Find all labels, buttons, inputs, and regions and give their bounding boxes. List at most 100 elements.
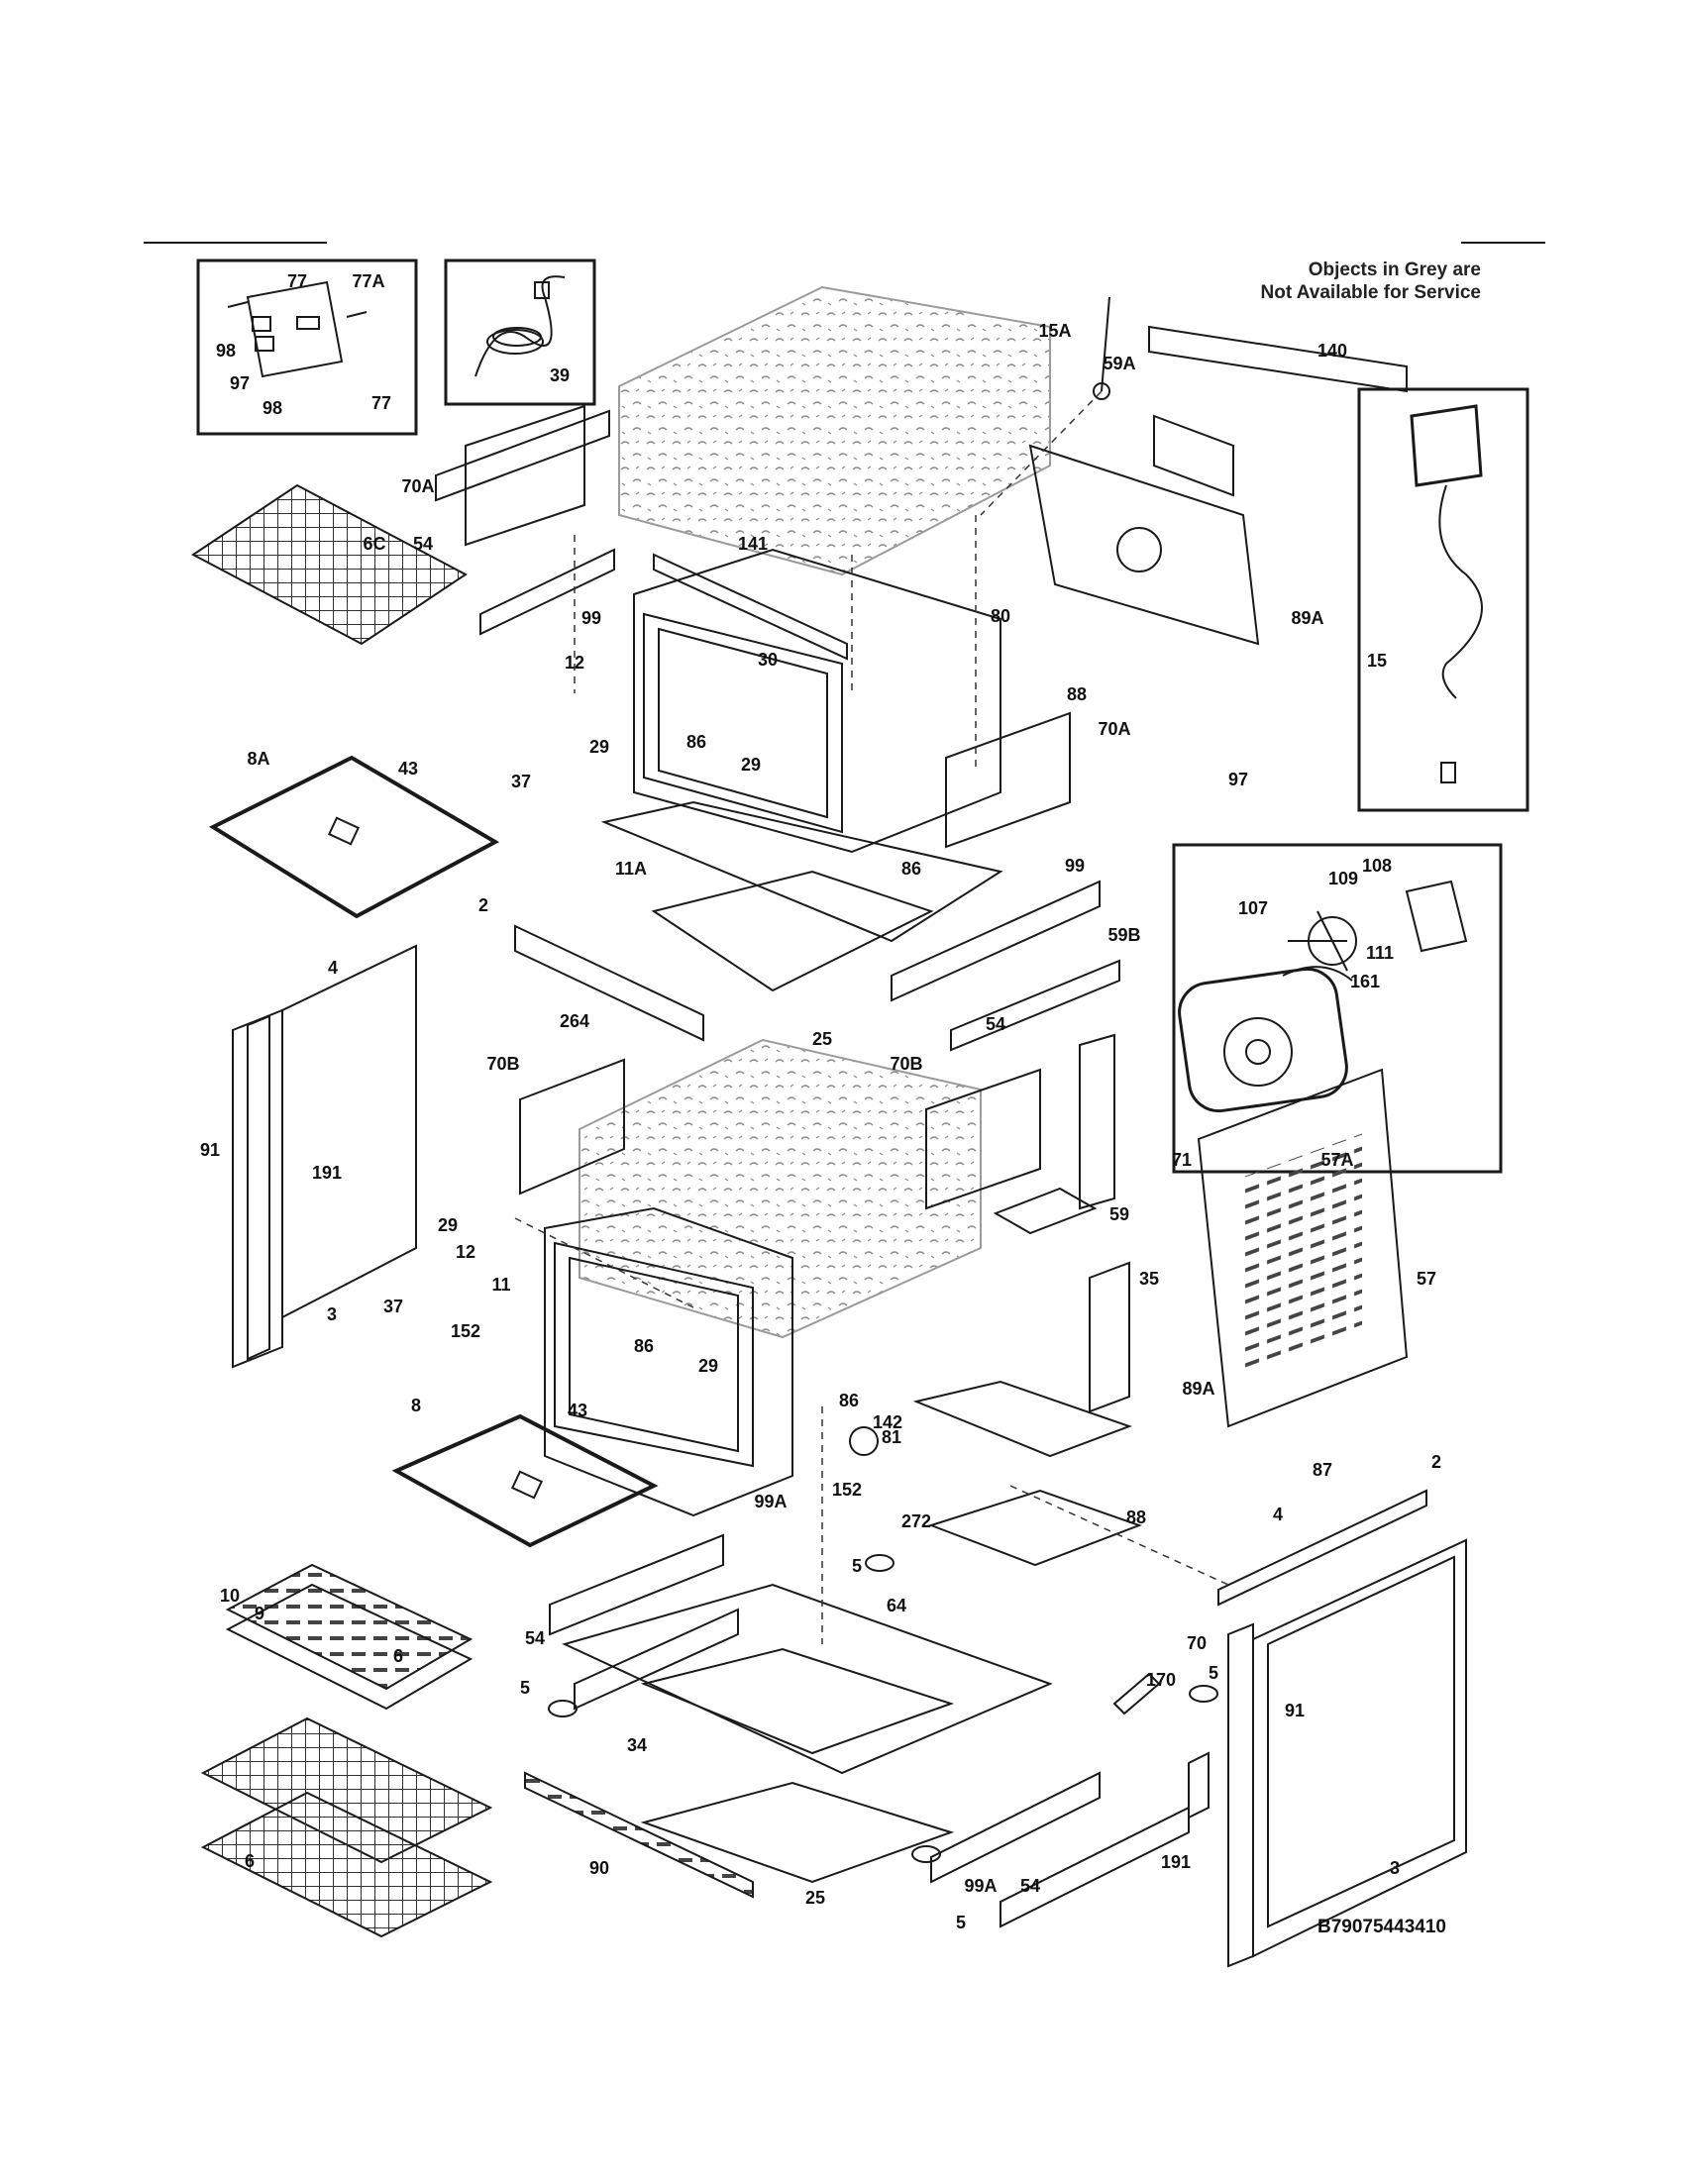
grey-objects-note-line1: Objects in Grey are bbox=[1308, 260, 1481, 280]
callout-label-64: 64 bbox=[887, 1596, 906, 1615]
callout-label-10: 10 bbox=[220, 1586, 240, 1606]
callout-label-25: 25 bbox=[805, 1888, 825, 1908]
callout-label-70a: 70A bbox=[1098, 719, 1130, 739]
callout-label-88: 88 bbox=[1126, 1508, 1146, 1527]
callout-label-12: 12 bbox=[565, 653, 584, 673]
callout-label-3: 3 bbox=[1390, 1858, 1400, 1878]
callout-label-191: 191 bbox=[312, 1163, 342, 1183]
callout-label-2: 2 bbox=[1431, 1452, 1441, 1472]
callout-label-12: 12 bbox=[456, 1242, 475, 1262]
callout-label-5: 5 bbox=[956, 1913, 966, 1932]
callout-label-152: 152 bbox=[451, 1321, 480, 1341]
callout-label-54: 54 bbox=[986, 1014, 1005, 1034]
callout-label-29: 29 bbox=[698, 1356, 718, 1376]
callout-label-6: 6 bbox=[245, 1851, 255, 1871]
callout-label-99a: 99A bbox=[964, 1876, 997, 1896]
callout-label-54: 54 bbox=[413, 534, 433, 554]
callout-label-264: 264 bbox=[560, 1011, 589, 1031]
callout-label-99a: 99A bbox=[754, 1492, 787, 1511]
callout-label-70: 70 bbox=[1187, 1633, 1207, 1653]
callout-label-86: 86 bbox=[686, 732, 706, 752]
callout-label-39: 39 bbox=[550, 365, 570, 385]
callout-label-5: 5 bbox=[852, 1556, 862, 1576]
callout-label-161: 161 bbox=[1350, 972, 1380, 991]
callout-label-107: 107 bbox=[1238, 898, 1268, 918]
broiler-pan bbox=[225, 1563, 474, 1691]
callout-label-43: 43 bbox=[398, 759, 418, 779]
callout-label-59a: 59A bbox=[1103, 354, 1135, 373]
callout-label-99: 99 bbox=[1065, 856, 1085, 876]
inset-power-cord bbox=[444, 259, 596, 406]
callout-label-170: 170 bbox=[1146, 1670, 1176, 1690]
callout-label-4: 4 bbox=[328, 958, 338, 978]
inset-display bbox=[1357, 387, 1529, 812]
drawing-code: B79075443410 bbox=[1317, 1917, 1446, 1937]
callout-label-142: 142 bbox=[873, 1412, 902, 1432]
callout-label-70a: 70A bbox=[401, 476, 434, 496]
oven-bottom-8a bbox=[208, 755, 500, 919]
callout-label-6: 6 bbox=[393, 1646, 403, 1666]
callout-label-54: 54 bbox=[1020, 1876, 1040, 1896]
callout-label-11a: 11A bbox=[615, 859, 647, 879]
callout-label-15a: 15A bbox=[1038, 321, 1071, 341]
callout-label-99: 99 bbox=[581, 608, 601, 628]
callout-label-81: 81 bbox=[882, 1427, 901, 1447]
callout-label-97: 97 bbox=[230, 373, 250, 393]
oven-bottom-8 bbox=[391, 1413, 659, 1548]
callout-label-37: 37 bbox=[511, 772, 531, 791]
callout-label-54: 54 bbox=[525, 1628, 545, 1648]
callout-label-29: 29 bbox=[741, 755, 761, 775]
callout-label-141: 141 bbox=[738, 534, 768, 554]
lower-oven-wrapper bbox=[579, 1038, 982, 1339]
side-panel-left bbox=[232, 1008, 283, 1369]
inset-control-board bbox=[196, 259, 418, 436]
callout-label-34: 34 bbox=[627, 1735, 647, 1755]
callout-label-25: 25 bbox=[812, 1029, 832, 1049]
callout-label-91: 91 bbox=[1285, 1701, 1305, 1720]
callout-label-152: 152 bbox=[832, 1480, 862, 1500]
callout-label-59: 59 bbox=[1109, 1204, 1129, 1224]
callout-label-87: 87 bbox=[1313, 1460, 1332, 1480]
lower-oven-cavity bbox=[544, 1206, 793, 1517]
callout-label-29: 29 bbox=[438, 1215, 458, 1235]
callout-label-86: 86 bbox=[634, 1336, 654, 1356]
rack-6c bbox=[191, 483, 468, 646]
rack-6-lower bbox=[200, 1791, 493, 1938]
callout-label-97: 97 bbox=[1228, 770, 1248, 789]
callout-label-59b: 59B bbox=[1107, 925, 1140, 945]
callout-label-57a: 57A bbox=[1320, 1150, 1353, 1170]
callout-label-4: 4 bbox=[1273, 1505, 1283, 1524]
callout-label-109: 109 bbox=[1328, 869, 1358, 888]
callout-label-89a: 89A bbox=[1291, 608, 1323, 628]
callout-label-57: 57 bbox=[1417, 1269, 1436, 1289]
callout-label-8a: 8A bbox=[247, 749, 269, 769]
callout-label-98: 98 bbox=[263, 398, 282, 418]
upper-oven-cavity bbox=[633, 548, 1001, 854]
upper-oven-wrapper bbox=[618, 285, 1051, 576]
callout-label-272: 272 bbox=[901, 1511, 931, 1531]
callout-label-86: 86 bbox=[901, 859, 921, 879]
callout-label-89a: 89A bbox=[1182, 1379, 1214, 1399]
callout-label-98: 98 bbox=[216, 341, 236, 361]
side-panel-right bbox=[1252, 1538, 1467, 1958]
callout-label-86: 86 bbox=[839, 1391, 859, 1410]
callout-label-77: 77 bbox=[287, 271, 307, 291]
callout-label-88: 88 bbox=[1067, 684, 1087, 704]
callout-label-90: 90 bbox=[589, 1858, 609, 1878]
callout-label-108: 108 bbox=[1362, 856, 1392, 876]
callout-label-77a: 77A bbox=[352, 271, 384, 291]
callout-label-80: 80 bbox=[991, 606, 1010, 626]
callout-label-8: 8 bbox=[411, 1396, 421, 1415]
callout-label-30: 30 bbox=[758, 650, 778, 670]
callout-label-2: 2 bbox=[478, 895, 488, 915]
callout-label-35: 35 bbox=[1139, 1269, 1159, 1289]
callout-label-5: 5 bbox=[1209, 1663, 1218, 1683]
callout-label-91: 91 bbox=[200, 1140, 220, 1160]
callout-label-77: 77 bbox=[371, 393, 391, 413]
callout-label-5: 5 bbox=[520, 1678, 530, 1698]
callout-label-6c: 6C bbox=[363, 534, 385, 554]
callout-label-15: 15 bbox=[1367, 651, 1387, 671]
callout-label-9: 9 bbox=[255, 1604, 264, 1623]
